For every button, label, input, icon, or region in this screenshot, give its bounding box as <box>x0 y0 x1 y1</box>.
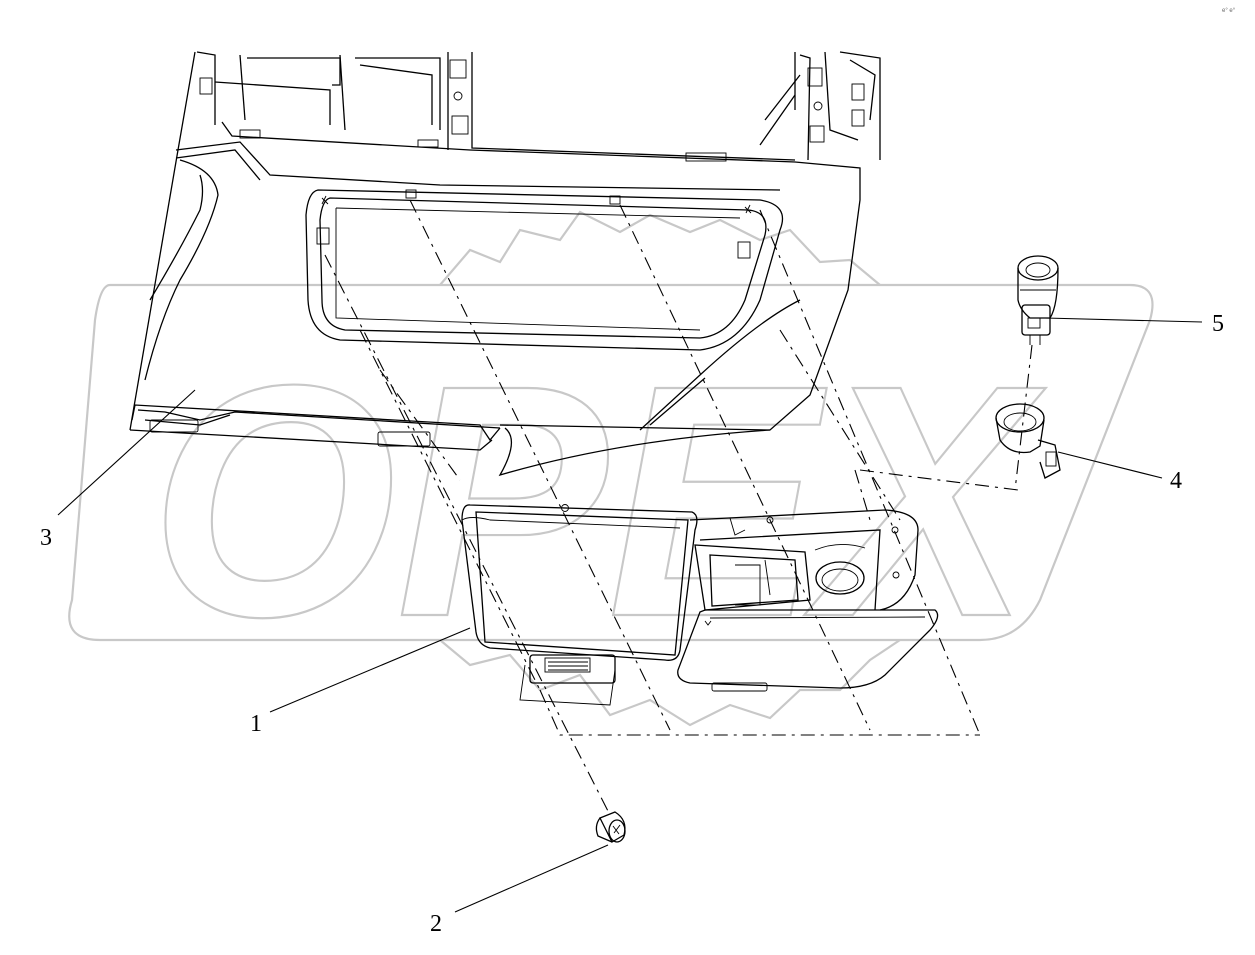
watermark-text: OPEX <box>150 316 1046 685</box>
leader-1 <box>269 627 471 713</box>
callout-2: 2 <box>430 911 442 937</box>
leader-4 <box>1057 451 1163 479</box>
watermark-plate <box>68 283 1154 642</box>
part-5-socket <box>1017 255 1059 345</box>
part-1-glovebox <box>461 504 939 706</box>
callout-1: 1 <box>250 711 262 737</box>
callout-5: 5 <box>1212 311 1224 337</box>
assembly-centerlines <box>324 199 1033 816</box>
part-4-socket-housing <box>995 403 1061 479</box>
corner-mark: e° e° <box>1222 8 1236 14</box>
callout-labels: 1 2 3 4 5 <box>40 311 1224 937</box>
part-2-clip <box>595 811 626 843</box>
callout-4: 4 <box>1170 468 1182 494</box>
watermark-gear-top <box>439 210 881 286</box>
watermark: OPEX <box>68 210 1154 727</box>
leader-3 <box>57 389 196 516</box>
watermark-gear-bottom <box>439 639 901 727</box>
part-3-dashboard-panel <box>129 51 881 477</box>
leader-lines <box>57 317 1203 913</box>
callout-3: 3 <box>40 525 52 551</box>
leader-5 <box>1044 317 1203 323</box>
leader-2 <box>454 844 609 913</box>
